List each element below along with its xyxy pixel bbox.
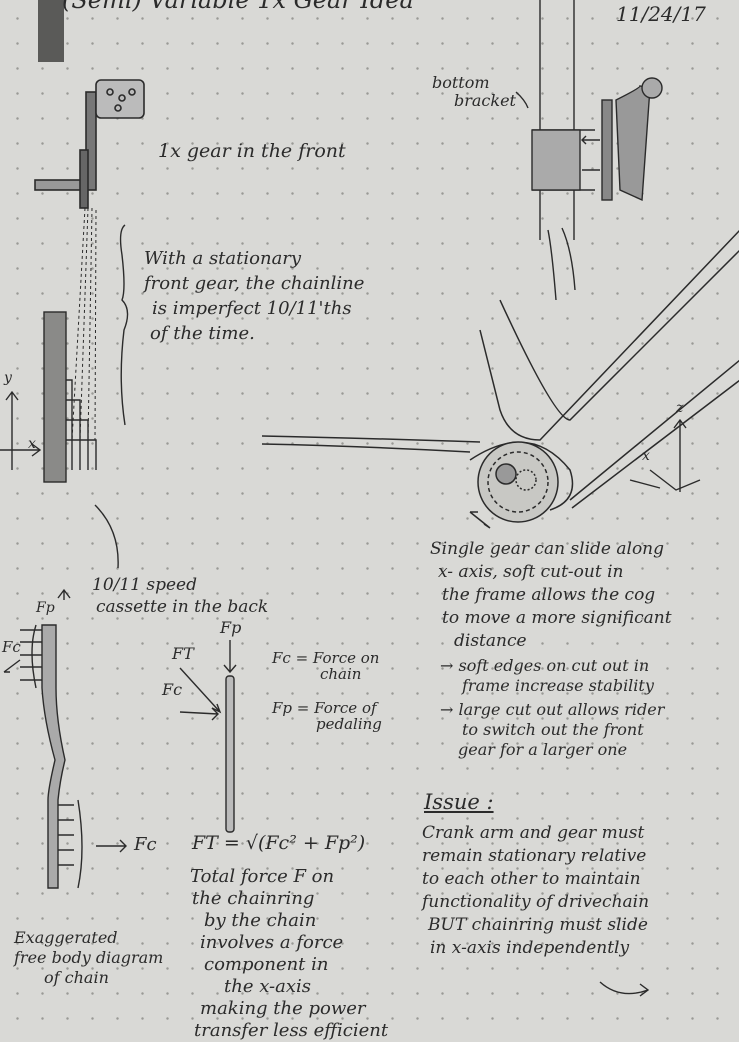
single-gear-note: Single gear can slide along x- axis, sof… (430, 539, 672, 651)
issue-text: Crank arm and gear must remain stationar… (422, 823, 650, 958)
page-title: (Semi) Variable 1x Gear Idea (62, 0, 414, 14)
axes-left (0, 390, 42, 470)
crank-pedal-sketch (34, 79, 145, 441)
cassette-sketch (43, 224, 129, 569)
vector-fc-label: Fc (162, 680, 183, 699)
axes-right (629, 418, 701, 492)
force-fp-label: Fp (36, 600, 55, 616)
bottom-bracket-sketch (515, 0, 663, 301)
force-fc2-label: Fc (134, 834, 157, 855)
force-fc-label: Fc (2, 638, 21, 656)
chain-free-body (3, 588, 127, 889)
force-equation: FT = √(Fc² + Fp²) (192, 832, 366, 854)
curved-arrow (599, 981, 650, 997)
frame-sketch (261, 229, 739, 529)
shaded-bar (38, 0, 64, 62)
vector-fp-label: Fp (220, 618, 242, 637)
axis-y-label: y (4, 370, 12, 386)
front-gear-label: 1x gear in the front (158, 140, 346, 162)
total-force-note: Total force F on the chainring by the ch… (190, 866, 389, 1041)
force-vectors (179, 640, 237, 833)
page-date: 11/24/17 (616, 2, 706, 26)
issue-heading: Issue : (424, 790, 494, 814)
axis-x-label: x (28, 436, 36, 452)
vector-ft-label: FT (172, 644, 194, 663)
axis-x2-label: x (642, 448, 650, 464)
axis-z-label: z (676, 400, 684, 416)
